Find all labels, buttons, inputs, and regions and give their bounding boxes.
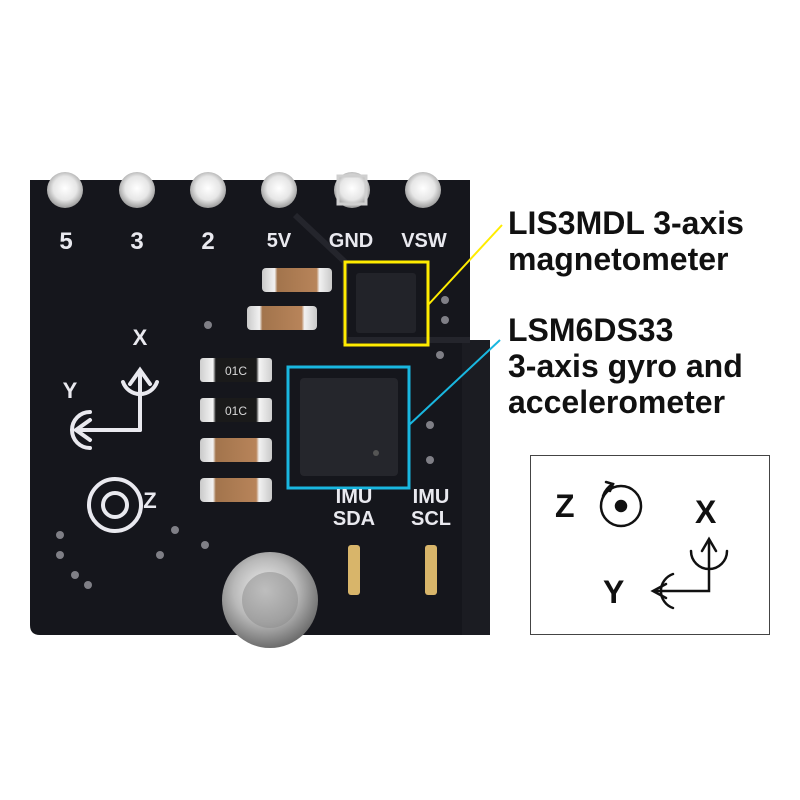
axis-legend-graphic xyxy=(599,480,729,610)
y-arrowhead xyxy=(72,418,92,442)
z-axis-dot xyxy=(614,499,628,513)
resistor xyxy=(200,358,272,382)
pin-label-5v: 5V xyxy=(266,230,292,252)
axis-legend: Z X Y xyxy=(530,455,770,635)
header-pins xyxy=(47,172,441,208)
screw-recess xyxy=(242,572,298,628)
pin-hole xyxy=(47,172,83,208)
x-rotation-arc xyxy=(121,380,159,397)
legend-x-label: X xyxy=(695,494,717,530)
pcb-edge xyxy=(462,340,490,635)
pin-label-2: 2 xyxy=(201,228,215,255)
imu-callout-line2: 3-axis gyro and xyxy=(508,348,743,384)
x-arrowhead xyxy=(700,536,718,553)
pin-hole xyxy=(405,172,441,208)
x-rotation-arc xyxy=(689,549,729,571)
magnetometer-callout-line2: magnetometer xyxy=(508,241,729,277)
board-axis-indicator xyxy=(70,366,159,533)
y-rotation-arc xyxy=(70,410,92,450)
z-axis-circle xyxy=(599,484,643,528)
x-arrowhead xyxy=(128,366,152,386)
magnetometer-callout: LIS3MDL 3-axis magnetometer xyxy=(508,205,744,277)
pin-label-gnd: GND xyxy=(328,230,374,252)
xy-axis-lines xyxy=(654,539,711,593)
magnetometer-highlight-box xyxy=(343,260,430,347)
capacitor xyxy=(247,306,317,330)
resistor-code: 01C xyxy=(225,364,247,378)
resistor-code: 01C xyxy=(225,404,247,418)
legend-z-label: Z xyxy=(555,488,575,524)
capacitor xyxy=(200,438,272,462)
board-axis-x-label: X xyxy=(132,325,148,350)
imu-highlight-box xyxy=(286,365,411,490)
imu-scl-label: IMU SCL xyxy=(411,486,451,530)
pin-hole xyxy=(334,172,370,208)
z-rotation-arrowhead xyxy=(604,480,615,493)
scl-pad xyxy=(425,545,437,595)
imu-callout: LSM6DS33 3-axis gyro and accelerometer xyxy=(508,312,743,420)
z-inner-circle xyxy=(101,491,129,519)
capacitor xyxy=(200,478,272,502)
lsm6ds33-chip xyxy=(300,378,398,476)
imu-sda-label: IMU SDA xyxy=(332,486,376,530)
capacitor xyxy=(262,268,332,292)
pin-label-vsw: VSW xyxy=(401,230,447,252)
sda-pad xyxy=(348,545,360,595)
pin-hole xyxy=(190,172,226,208)
imu-leader-line xyxy=(408,339,501,426)
chip-pin1-dot xyxy=(373,450,379,456)
board-axis-y-label: Y xyxy=(62,378,78,403)
board-axis-z-label: Z xyxy=(143,488,157,513)
z-circle xyxy=(87,477,143,533)
pin-label-5: 5 xyxy=(59,228,73,255)
magnetometer-leader-line xyxy=(427,224,503,306)
imu-callout-line1: LSM6DS33 xyxy=(508,312,674,348)
imu-callout-line3: accelerometer xyxy=(508,384,726,420)
y-rotation-arc xyxy=(659,572,675,610)
pin-hole xyxy=(119,172,155,208)
square-pin-marker xyxy=(336,174,368,206)
pin-hole xyxy=(261,172,297,208)
pin-label-3: 3 xyxy=(130,228,144,255)
lis3mdl-chip xyxy=(356,273,416,333)
resistor xyxy=(200,398,272,422)
vias xyxy=(56,296,449,589)
legend-y-label: Y xyxy=(603,574,625,610)
magnetometer-callout-line1: LIS3MDL 3-axis xyxy=(508,205,744,241)
